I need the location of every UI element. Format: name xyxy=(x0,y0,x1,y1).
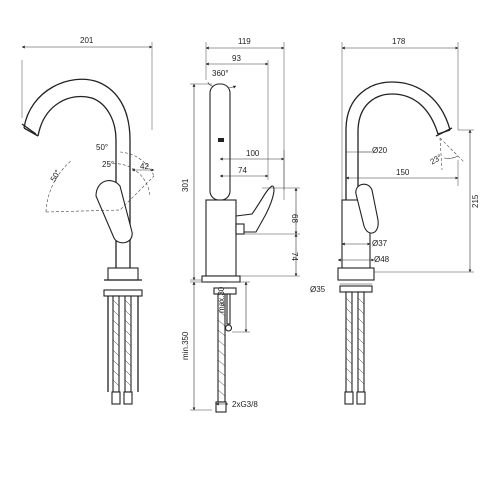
right-view: 178 Ø20 23° 150 215 Ø37 Ø48 xyxy=(310,37,480,405)
dim-68-label: 68 xyxy=(290,214,299,223)
max-30-label: max.30 xyxy=(217,286,226,313)
dim-74-h-label: 74 xyxy=(238,166,247,175)
dim-93-label: 93 xyxy=(232,54,241,63)
dim-74-v-label: 74 xyxy=(290,252,299,261)
angle-25-label: 25° xyxy=(102,160,114,169)
dia-35-label: Ø35 xyxy=(310,285,326,294)
lever-front xyxy=(355,183,379,234)
min-350-label: min.350 xyxy=(181,331,190,360)
dia-37-label: Ø37 xyxy=(372,239,388,248)
connection-label: 2xG3/8 xyxy=(232,400,258,409)
dim-150-label: 150 xyxy=(396,168,410,177)
rotation-label: 360° xyxy=(212,69,229,78)
angle-50-top-label: 50° xyxy=(96,143,108,152)
dim-42-label: 42 xyxy=(140,162,149,171)
lever-side xyxy=(235,185,275,233)
dia-48-label: Ø48 xyxy=(374,255,390,264)
middle-view: 119 93 360° 100 74 68 74 xyxy=(181,37,300,413)
dia-20-label: Ø20 xyxy=(372,146,388,155)
height-301-label: 301 xyxy=(181,178,190,192)
spout-front xyxy=(345,81,451,200)
spout xyxy=(23,78,131,270)
dim-100-label: 100 xyxy=(246,149,260,158)
left-view: 201 50° 50° 25° 42 xyxy=(21,36,155,405)
angle-50-left-label: 50° xyxy=(49,168,63,183)
width-201-label: 201 xyxy=(80,36,94,45)
height-215-label: 215 xyxy=(471,194,480,208)
width-119-label: 119 xyxy=(238,37,251,46)
width-178-label: 178 xyxy=(392,37,406,46)
lever-handle xyxy=(95,180,133,244)
